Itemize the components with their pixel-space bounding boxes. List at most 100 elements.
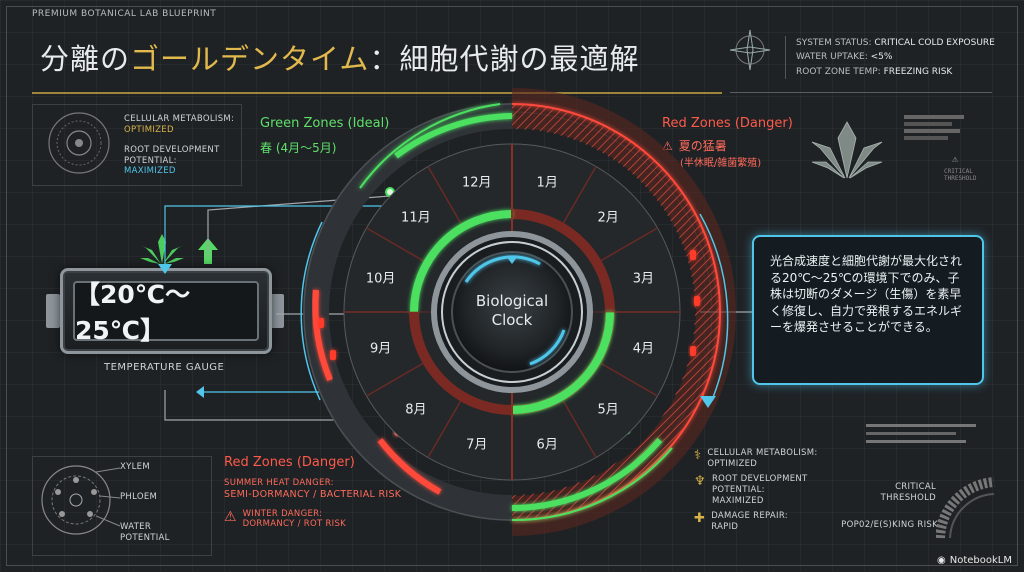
clock-label-line2: Clock — [491, 310, 533, 329]
status-key: ROOT ZONE TEMP: — [796, 66, 881, 77]
cyan-arrow-head — [158, 264, 172, 274]
gauge-cap-left — [46, 294, 60, 328]
warning-icon: ⚠ — [662, 138, 673, 153]
legend-label: ROOT DEVELOPMENT POTENTIAL: — [711, 474, 808, 495]
clock-label-line1: Biological — [475, 292, 549, 310]
brand-label: NotebookLM — [949, 555, 1012, 566]
sector-lines — [344, 144, 680, 480]
inner-green-ring-bottom — [511, 311, 614, 414]
hub-rim — [441, 241, 583, 383]
green-arc-top — [394, 113, 513, 159]
month-label: 2月 — [597, 210, 619, 226]
compass-icon — [729, 29, 771, 71]
pop-risk-label: POP02/E(S)KING RISK — [841, 520, 938, 530]
explanation-box: 光合成速度と細胞代謝が最大化される20℃～25℃の環境下でのみ、子株は切断のダメ… — [752, 235, 984, 385]
green-arc-bottom — [511, 438, 663, 511]
legend: ⚕ CELLULAR METABOLISM:OPTIMIZED ♆ ROOT D… — [694, 448, 844, 537]
title-gold: ゴールデンタイム — [130, 42, 370, 76]
sector-line — [561, 398, 597, 458]
threshold-bar — [866, 440, 966, 443]
root-label: ROOT DEVELOPMENT POTENTIAL: — [124, 145, 220, 166]
cyan-arrow-head — [196, 386, 204, 398]
red-outer-arc — [511, 103, 721, 521]
water-potential-label: WATER POTENTIAL — [120, 522, 170, 543]
month-label: 10月 — [365, 271, 396, 287]
red-zone-bottom-label: Red Zones (Danger) SUMMER HEAT DANGER: S… — [224, 455, 401, 530]
warning-icon: ⚠ — [224, 508, 237, 525]
legend-value: MAXIMIZED — [711, 495, 764, 506]
notebook-icon: ◉ — [937, 555, 946, 566]
threshold-panel: CRITICAL THRESHOLD POP02/E(S)KING RISK — [841, 420, 996, 550]
status-value: <5% — [870, 52, 893, 63]
legend-text: ROOT DEVELOPMENT POTENTIAL:MAXIMIZED — [712, 474, 844, 506]
green-arc-top-thin — [359, 103, 501, 189]
threshold-arc-icon — [936, 477, 995, 539]
sector-line — [427, 166, 463, 226]
top-label: PREMIUM BOTANICAL LAB BLUEPRINT — [32, 9, 217, 19]
legend-item-metabolism: ⚕ CELLULAR METABOLISM:OPTIMIZED — [694, 448, 844, 469]
metabolism-value: OPTIMIZED — [124, 124, 174, 135]
status-line-3: ROOT ZONE TEMP: FREEZING RISK — [796, 65, 1000, 79]
green-zone-title: Green Zones (Ideal) — [260, 116, 390, 131]
cyan-connector-lines — [164, 205, 388, 393]
summer-value: SEMI-DORMANCY / BACTERIAL RISK — [224, 488, 402, 500]
red-zone-bottom-title: Red Zones (Danger) — [224, 455, 355, 470]
xylem-label: XYLEM — [120, 462, 150, 472]
sector-line — [366, 227, 426, 263]
status-key: WATER UPTAKE: — [796, 52, 868, 63]
title-underline — [32, 92, 722, 94]
hub-cyan-arc — [529, 329, 566, 366]
red-zone-subtitle-2: (半休眠/雑菌繁殖) — [680, 158, 762, 169]
legend-label: DAMAGE REPAIR: — [711, 511, 788, 522]
title-post: ：細胞代謝の最適解 — [369, 42, 640, 76]
title-pre: 分離の — [40, 42, 131, 76]
critical-threshold-label: CRITICAL THRESHOLD — [880, 482, 936, 503]
month-label: 3月 — [632, 271, 654, 287]
readout-bar — [904, 136, 948, 140]
month-label: 6月 — [536, 437, 558, 453]
legend-text: DAMAGE REPAIR:RAPID — [711, 511, 788, 532]
readout-small-label: CRITICAL THRESHOLD — [944, 168, 977, 183]
phloem-label: PHLOEM — [120, 492, 158, 502]
threshold-bar — [866, 424, 976, 427]
red-arc-lower-left — [377, 438, 442, 495]
status-line-1: SYSTEM STATUS: CRITICAL COLD EXPOSURE — [796, 36, 1000, 50]
top-left-metabolism: CELLULAR METABOLISM: OPTIMIZED — [124, 114, 244, 135]
metabolism-label: CELLULAR METABOLISM: — [124, 114, 235, 124]
blueprint-frame — [6, 6, 1018, 566]
summer-label: SUMMER HEAT DANGER: — [224, 478, 334, 488]
threshold-bar — [866, 432, 956, 435]
month-label: 11月 — [401, 210, 431, 226]
root-icon: ♆ — [694, 474, 706, 490]
hub-cyan-arc — [464, 255, 541, 283]
legend-item-repair: ✚ DAMAGE REPAIR:RAPID — [694, 511, 844, 532]
winter-label: WINTER DANGER: — [242, 508, 323, 519]
legend-item-root: ♆ ROOT DEVELOPMENT POTENTIAL:MAXIMIZED — [694, 474, 844, 506]
page-title: 分離のゴールデンタイム：細胞代謝の最適解 — [40, 36, 639, 78]
clock-center-label: Biological Clock — [472, 292, 552, 330]
winter-text: WINTER DANGER: DORMANCY / ROT RISK — [243, 509, 346, 530]
sector-line — [561, 166, 597, 226]
hub-face — [451, 251, 573, 373]
root-value: MAXIMIZED — [124, 166, 176, 177]
sector-line — [366, 361, 426, 397]
legend-label: CELLULAR METABOLISM: — [707, 448, 818, 458]
status-line-2: WATER UPTAKE: <5% — [796, 50, 1000, 64]
bottom-left-panel — [32, 456, 212, 556]
inner-green-ring-top — [410, 210, 513, 313]
green-arc-bottom-thin — [511, 447, 673, 522]
blue-arrow-head — [700, 396, 716, 408]
gauge-cap-right — [270, 294, 284, 328]
readout-warning-icon: ⚠ — [952, 154, 959, 165]
right-readout: ⚠ CRITICAL THRESHOLD — [904, 112, 996, 182]
legend-value: RAPID — [711, 521, 739, 532]
legend-text: CELLULAR METABOLISM:OPTIMIZED — [707, 448, 817, 469]
status-value: CRITICAL COLD EXPOSURE — [874, 38, 995, 48]
succulent-plant-icon — [811, 121, 883, 179]
sector-line — [598, 361, 658, 397]
red-zone-title: Red Zones (Danger) — [662, 116, 793, 131]
title-underline-secondary — [730, 92, 992, 93]
system-status-box: SYSTEM STATUS: CRITICAL COLD EXPOSURE WA… — [785, 36, 1000, 80]
pointer-lines — [96, 467, 121, 527]
inner-red-ring-left — [409, 311, 513, 415]
